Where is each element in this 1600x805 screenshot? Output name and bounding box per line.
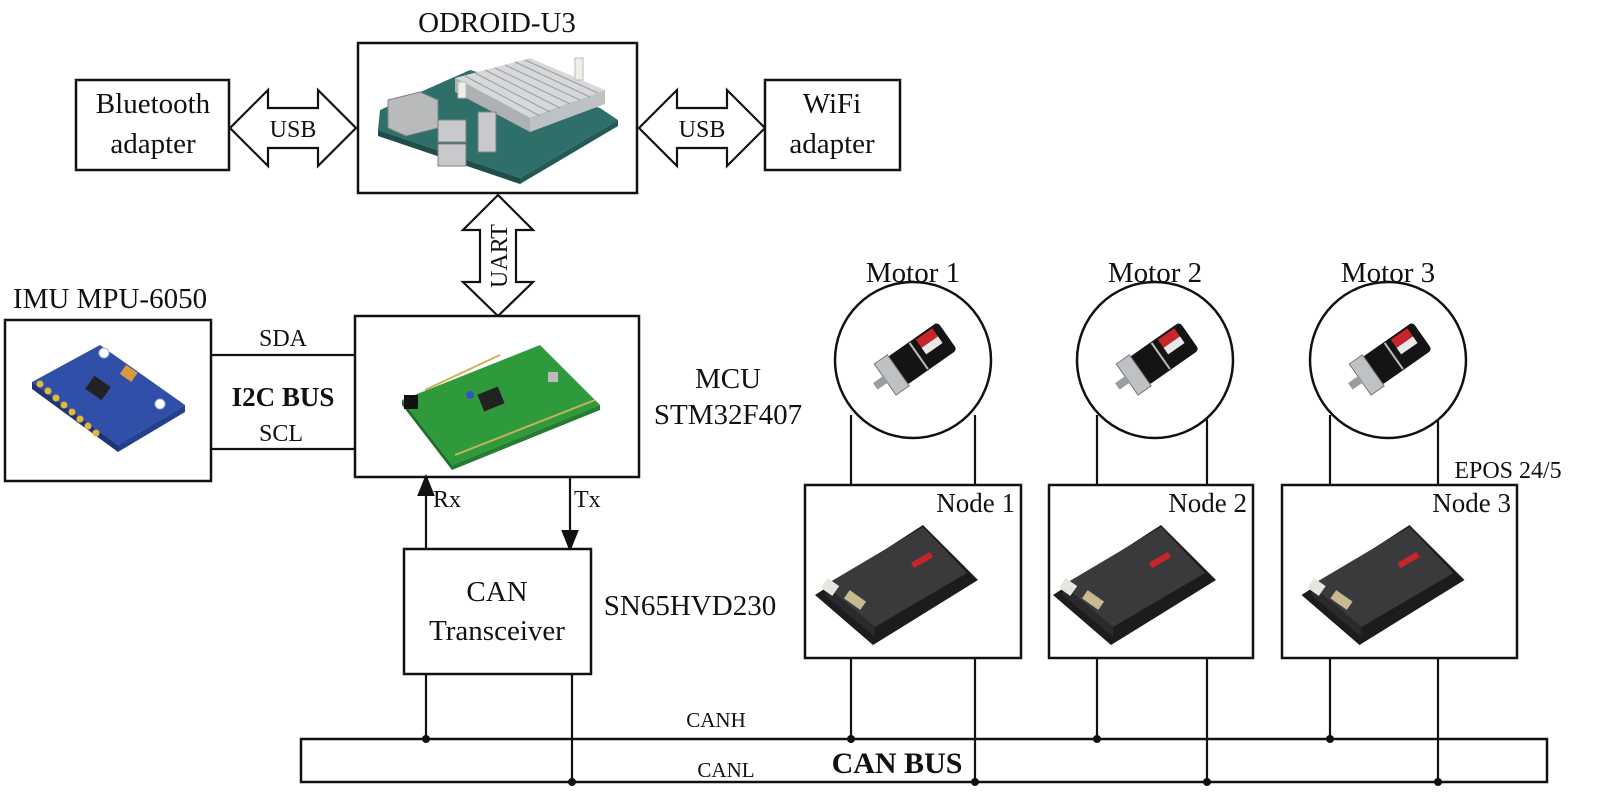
- imu-title: IMU MPU-6050: [13, 283, 207, 315]
- sda-label: SDA: [259, 326, 308, 352]
- canl-junction: [568, 778, 576, 786]
- double-arrow-icon: [228, 87, 358, 169]
- motor-image: [1115, 323, 1198, 396]
- mcu-label-line1: MCU: [695, 363, 761, 395]
- node-3-label: Node 3: [1432, 488, 1511, 518]
- scl-label: SCL: [259, 421, 303, 447]
- i2c-bus-label: I2C BUS: [232, 382, 335, 412]
- epos-model-label: EPOS 24/5: [1454, 458, 1561, 484]
- epos-controller-image: [1301, 525, 1465, 645]
- mcu-label-line2: STM32F407: [654, 399, 802, 431]
- transceiver-part-label: SN65HVD230: [604, 590, 776, 622]
- imu-board-image: [32, 345, 185, 452]
- i2c-bus: SDA I2C BUS SCL: [211, 326, 355, 451]
- bluetooth-adapter-block: Bluetooth adapter: [74, 78, 231, 172]
- uart-label: UART: [487, 224, 513, 288]
- can-bus: CANH CANL CAN BUS: [299, 674, 1549, 786]
- can-transceiver-block: CAN Transceiver SN65HVD230: [402, 547, 776, 676]
- can-transceiver-box: [402, 547, 593, 676]
- motor-image: [873, 323, 956, 396]
- node-2-label: Node 2: [1168, 488, 1247, 518]
- bluetooth-adapter-box: [74, 78, 231, 172]
- wifi-adapter-box: [763, 78, 902, 172]
- usb-left-label: USB: [270, 117, 317, 143]
- mcu-board-image: [402, 345, 600, 470]
- wifi-label-line2: adapter: [789, 128, 875, 160]
- epos-controller-image: [1053, 525, 1216, 645]
- canh-label: CANH: [686, 708, 746, 732]
- canl-label: CANL: [697, 758, 754, 782]
- usb-link-right: USB: [637, 87, 767, 169]
- transceiver-label-line1: CAN: [466, 576, 527, 608]
- tx-label: Tx: [574, 487, 601, 513]
- imu-block: IMU MPU-6050: [3, 283, 213, 483]
- node-1-label: Node 1: [936, 488, 1015, 518]
- usb-link-left: USB: [228, 87, 358, 169]
- canh-junction: [422, 735, 430, 743]
- usb-right-label: USB: [679, 117, 726, 143]
- bluetooth-label-line1: Bluetooth: [96, 88, 211, 120]
- mcu-block: MCU STM32F407: [353, 314, 802, 479]
- uart-link: UART: [460, 193, 536, 318]
- odroid-title: ODROID-U3: [418, 7, 576, 39]
- wifi-adapter-block: WiFi adapter: [763, 78, 902, 172]
- transceiver-label-line2: Transceiver: [429, 615, 565, 647]
- rx-label: Rx: [433, 487, 461, 513]
- rx-tx-links: Rx Tx: [417, 474, 601, 552]
- odroid-board-image: [378, 57, 618, 184]
- can-bus-box: [299, 737, 1549, 784]
- odroid-block: ODROID-U3: [356, 7, 639, 195]
- motor-image: [1348, 323, 1431, 396]
- epos-controller-image: [815, 525, 978, 645]
- can-bus-label: CAN BUS: [832, 747, 963, 780]
- wifi-label-line1: WiFi: [803, 88, 861, 120]
- bluetooth-label-line2: adapter: [110, 128, 196, 160]
